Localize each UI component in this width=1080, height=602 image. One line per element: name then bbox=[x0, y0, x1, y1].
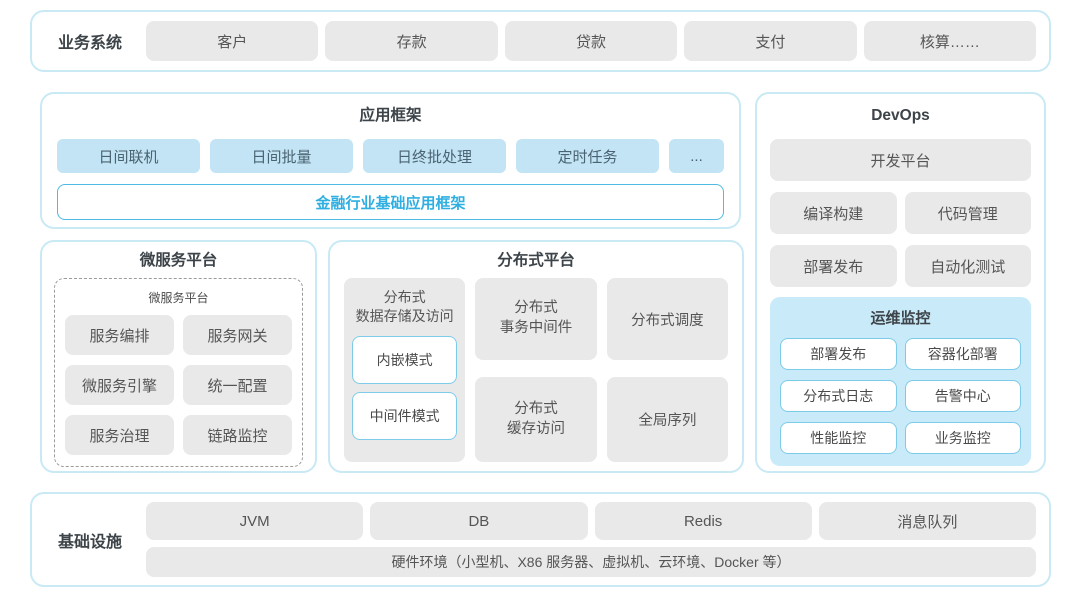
ms-item-unified-config: 统一配置 bbox=[183, 365, 292, 405]
dist-global-sequence: 全局序列 bbox=[606, 377, 728, 462]
microservice-grid: 服务编排 服务网关 微服务引擎 统一配置 服务治理 链路监控 bbox=[65, 315, 292, 455]
infrastructure-row: JVM DB Redis 消息队列 bbox=[146, 502, 1036, 540]
ms-item-orchestration: 服务编排 bbox=[65, 315, 174, 355]
dist-storage-label: 分布式 数据存储及访问 bbox=[355, 289, 454, 324]
devops-grid: 编译构建 代码管理 部署发布 自动化测试 bbox=[770, 192, 1031, 287]
microservice-inner-title: 微服务平台 bbox=[148, 291, 209, 305]
business-item-payment: 支付 bbox=[684, 21, 857, 61]
panel-business-systems: 业务系统 客户 存款 贷款 支付 核算…… bbox=[30, 10, 1051, 72]
ms-item-gateway: 服务网关 bbox=[183, 315, 292, 355]
panel-distributed: 分布式平台 分布式 数据存储及访问 内嵌模式 中间件模式 分布式 事务中间件 分… bbox=[328, 240, 744, 473]
ms-item-governance: 服务治理 bbox=[65, 415, 174, 455]
ms-item-trace-monitor: 链路监控 bbox=[183, 415, 292, 455]
monitor-item-alert-center: 告警中心 bbox=[904, 380, 1021, 412]
hardware-environment-bar: 硬件环境（小型机、X86 服务器、虚拟机、云环境、Docker 等） bbox=[146, 547, 1036, 577]
monitor-item-deploy-release: 部署发布 bbox=[780, 338, 897, 370]
infra-item-mq: 消息队列 bbox=[818, 502, 1036, 540]
panel-devops: DevOps 开发平台 编译构建 代码管理 部署发布 自动化测试 运维监控 部署… bbox=[755, 92, 1046, 473]
dist-col-3: 分布式调度 全局序列 bbox=[606, 278, 728, 462]
appfw-item-scheduled-task: 定时任务 bbox=[516, 139, 659, 173]
microservice-inner-box: 微服务平台 服务编排 服务网关 微服务引擎 统一配置 服务治理 链路监控 bbox=[54, 278, 303, 467]
infra-item-redis: Redis bbox=[594, 502, 812, 540]
panel-app-framework: 应用框架 日间联机 日间批量 日终批处理 定时任务 ... 金融行业基础应用框架 bbox=[40, 92, 741, 229]
business-item-deposit: 存款 bbox=[325, 21, 498, 61]
monitor-item-performance: 性能监控 bbox=[780, 422, 897, 454]
financial-base-framework-bar: 金融行业基础应用框架 bbox=[57, 184, 724, 220]
panel-microservice: 微服务平台 微服务平台 服务编排 服务网关 微服务引擎 统一配置 服务治理 链路… bbox=[40, 240, 317, 473]
distributed-title: 分布式平台 bbox=[497, 252, 575, 269]
dist-col-2: 分布式 事务中间件 分布式 缓存访问 bbox=[475, 278, 597, 462]
business-item-accounting: 核算…… bbox=[863, 21, 1037, 61]
dist-storage-box: 分布式 数据存储及访问 内嵌模式 中间件模式 bbox=[344, 278, 466, 462]
appfw-item-more: ... bbox=[669, 139, 724, 173]
app-framework-row: 日间联机 日间批量 日终批处理 定时任务 ... bbox=[57, 139, 724, 173]
monitor-item-business: 业务监控 bbox=[904, 422, 1021, 454]
ops-monitor-container: 运维监控 部署发布 容器化部署 分布式日志 告警中心 性能监控 业务监控 bbox=[770, 297, 1031, 466]
ms-item-engine: 微服务引擎 bbox=[65, 365, 174, 405]
infrastructure-label: 基础设施 bbox=[57, 533, 122, 551]
appfw-item-daytime-online: 日间联机 bbox=[57, 139, 200, 173]
infra-item-jvm: JVM bbox=[146, 502, 364, 540]
panel-infrastructure: 基础设施 JVM DB Redis 消息队列 硬件环境（小型机、X86 服务器、… bbox=[30, 492, 1051, 587]
monitor-item-distributed-log: 分布式日志 bbox=[780, 380, 897, 412]
infrastructure-stack: JVM DB Redis 消息队列 硬件环境（小型机、X86 服务器、虚拟机、云… bbox=[146, 502, 1036, 577]
ops-monitor-grid: 部署发布 容器化部署 分布式日志 告警中心 性能监控 业务监控 bbox=[780, 338, 1021, 454]
devops-item-build: 编译构建 bbox=[770, 192, 897, 234]
devops-item-deploy: 部署发布 bbox=[770, 245, 897, 287]
dist-cache-access: 分布式 缓存访问 bbox=[475, 377, 597, 462]
distributed-body: 分布式 数据存储及访问 内嵌模式 中间件模式 分布式 事务中间件 分布式 缓存访… bbox=[344, 278, 728, 462]
business-item-customer: 客户 bbox=[146, 21, 319, 61]
devops-item-code-mgmt: 代码管理 bbox=[904, 192, 1031, 234]
dist-mode-middleware: 中间件模式 bbox=[352, 392, 458, 440]
infra-item-db: DB bbox=[370, 502, 588, 540]
devops-item-auto-test: 自动化测试 bbox=[904, 245, 1031, 287]
dist-mode-embedded: 内嵌模式 bbox=[352, 336, 458, 384]
appfw-item-eod-batch: 日终批处理 bbox=[363, 139, 506, 173]
devops-dev-platform: 开发平台 bbox=[770, 139, 1031, 181]
appfw-item-daytime-batch: 日间批量 bbox=[210, 139, 353, 173]
business-systems-label: 业务系统 bbox=[57, 35, 122, 52]
devops-title: DevOps bbox=[871, 107, 930, 124]
dist-transaction-middleware: 分布式 事务中间件 bbox=[475, 278, 597, 360]
ops-monitor-title: 运维监控 bbox=[870, 310, 931, 327]
business-systems-row: 客户 存款 贷款 支付 核算…… bbox=[146, 21, 1037, 61]
monitor-item-containerized-deploy: 容器化部署 bbox=[904, 338, 1021, 370]
microservice-title: 微服务平台 bbox=[139, 252, 218, 269]
business-item-loan: 贷款 bbox=[504, 21, 678, 61]
dist-scheduling: 分布式调度 bbox=[606, 278, 728, 360]
app-framework-title: 应用框架 bbox=[359, 107, 422, 124]
